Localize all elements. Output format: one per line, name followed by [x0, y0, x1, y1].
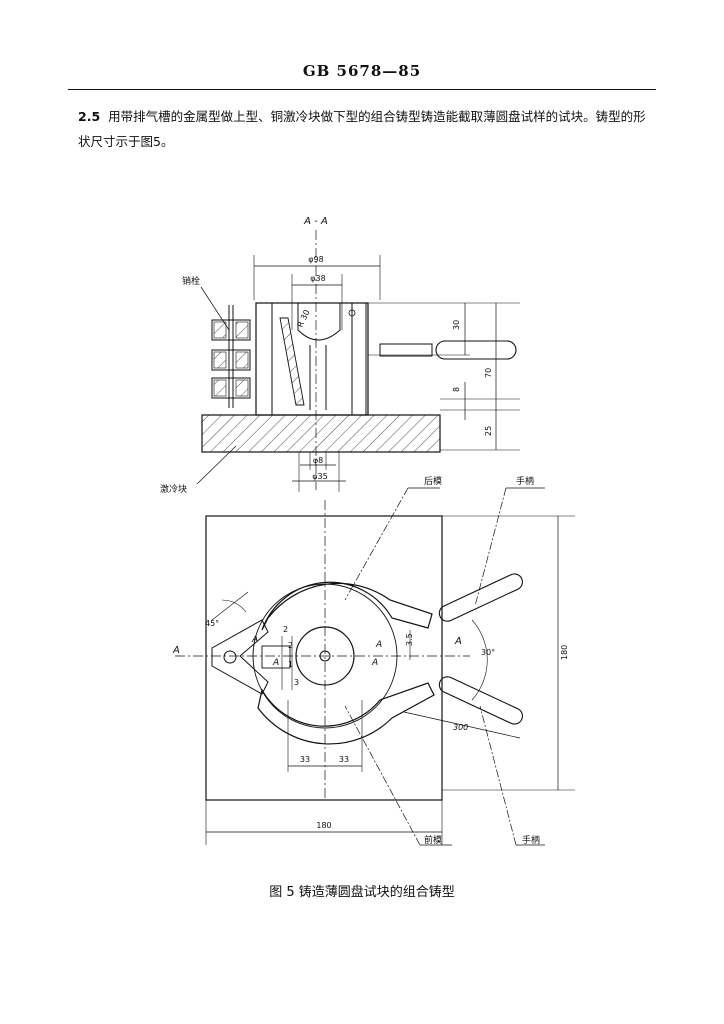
- section-mark-A-right: A: [454, 636, 462, 647]
- page-header: GB 5678—85: [302, 62, 422, 80]
- section-view: A - A φ98 φ38 R 30: [160, 216, 520, 495]
- label-chill: 激冷块: [160, 483, 187, 495]
- label-handle-bottom: 手柄: [522, 834, 540, 846]
- dim-70: 70: [484, 368, 493, 378]
- dim-25: 25: [484, 426, 493, 436]
- figure-caption: 图 5 铸造薄圆盘试块的组合铸型: [269, 885, 455, 900]
- paragraph-number: 2.5: [78, 109, 101, 124]
- dim-2a: 2: [283, 625, 288, 634]
- svg-text:A: A: [371, 658, 378, 668]
- dim-2b: 2: [288, 641, 293, 650]
- dim-3-5: 3.5: [405, 633, 414, 646]
- plan-view: 45° 2 2 1 3 A A A A A A 3.5 30° 300 180 …: [172, 475, 575, 846]
- dim-phi8: φ8: [313, 456, 323, 465]
- label-rear-mold: 后模: [424, 476, 442, 487]
- dim-30deg: 30°: [481, 648, 495, 657]
- dim-30: 30: [452, 320, 461, 330]
- svg-text:A: A: [272, 658, 279, 668]
- section-mark-A-left: A: [172, 645, 180, 656]
- dim-45: 45°: [205, 619, 219, 628]
- dim-33b: 33: [339, 755, 349, 764]
- dim-8: 8: [452, 387, 461, 392]
- label-handle-top: 手柄: [516, 475, 534, 487]
- svg-text:A: A: [375, 640, 382, 650]
- label-pin: 销栓: [182, 275, 200, 287]
- section-title: A - A: [303, 216, 328, 227]
- dim-phi38: φ38: [310, 274, 325, 283]
- dim-3: 3: [294, 678, 299, 687]
- dim-phi35: φ35: [312, 472, 327, 481]
- paragraph-text: 用带排气槽的金属型做上型、铜激冷块做下型的组合铸型铸造能截取薄圆盘试样的试块。铸…: [78, 109, 646, 149]
- dim-phi98: φ98: [308, 255, 323, 264]
- dim-180-right: 180: [560, 645, 569, 660]
- dim-180-bottom: 180: [316, 821, 331, 830]
- dim-1: 1: [288, 660, 293, 669]
- dim-300: 300: [453, 723, 468, 732]
- header-rule: [68, 89, 656, 90]
- dim-33a: 33: [300, 755, 310, 764]
- label-front-mold: 前模: [424, 834, 442, 846]
- paragraph-2-5: 2.5 用带排气槽的金属型做上型、铜激冷块做下型的组合铸型铸造能截取薄圆盘试样的…: [78, 104, 648, 154]
- svg-text:A: A: [251, 635, 258, 645]
